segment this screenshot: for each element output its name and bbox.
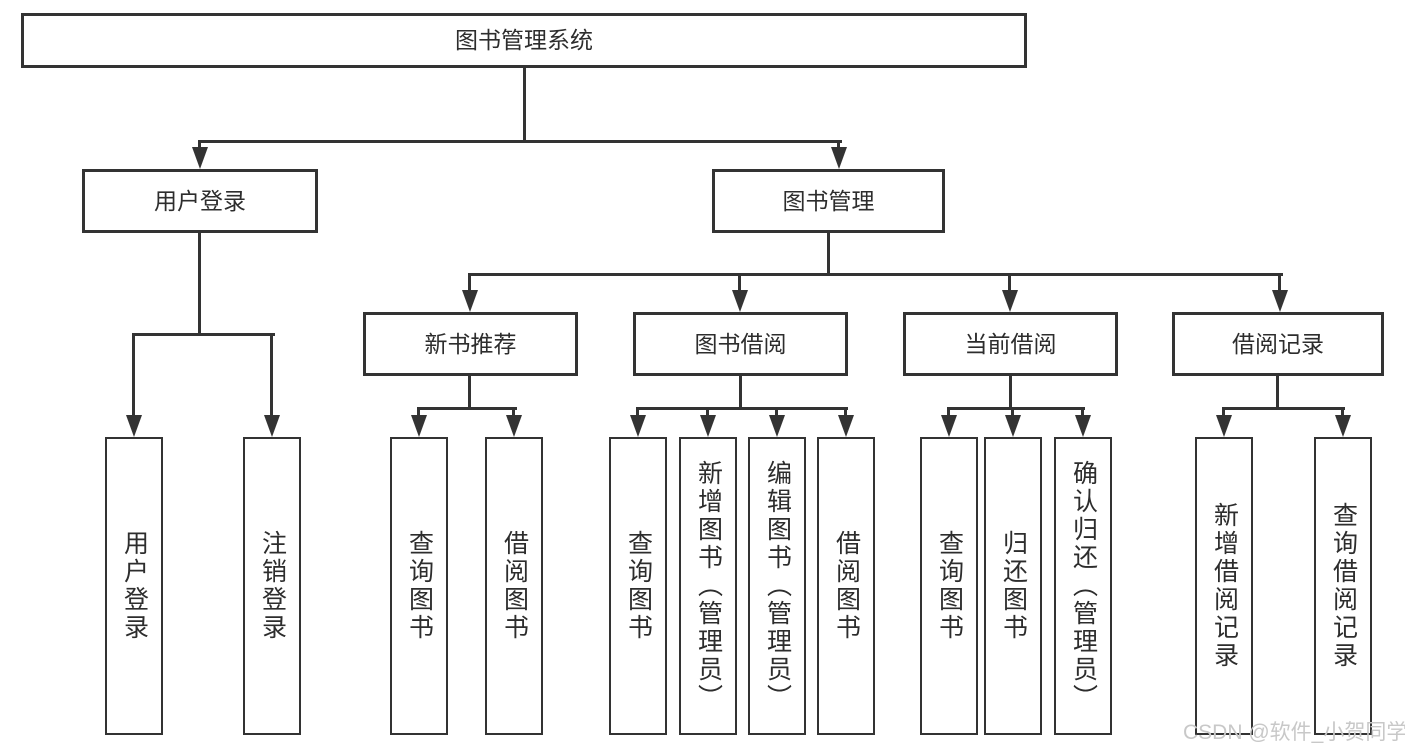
arrowhead-down <box>1002 290 1018 312</box>
node-leaf-bb-borrow-books: 借阅图书 <box>817 437 875 735</box>
connector-line <box>1009 376 1012 410</box>
node-label: 新增借阅记录 <box>1210 502 1239 670</box>
node-label: 图书管理 <box>782 187 875 214</box>
node-leaf-user-login: 用户登录 <box>105 437 163 735</box>
arrowhead-down <box>192 147 208 169</box>
connector-line <box>198 233 201 336</box>
connector-line <box>1276 376 1279 410</box>
connector-line <box>1081 407 1084 419</box>
csdn-watermark: CSDN @软件_小贺同学 <box>1183 721 1405 744</box>
node-label: 图书借阅 <box>694 330 787 357</box>
node-label: 查询图书 <box>935 530 964 642</box>
arrowhead-down <box>831 147 847 169</box>
connector-line <box>738 273 741 293</box>
connector-line <box>739 376 742 410</box>
node-label: 编辑图书（管理员） <box>763 460 792 712</box>
node-label: 借阅记录 <box>1232 330 1324 357</box>
node-label: 归还图书 <box>999 530 1028 642</box>
connector-line <box>947 407 1085 410</box>
node-book-borrow: 图书借阅 <box>633 312 848 376</box>
connector-line <box>1341 407 1344 419</box>
node-leaf-br-add-record: 新增借阅记录 <box>1195 437 1253 735</box>
node-leaf-bb-edit-books-admin: 编辑图书（管理员） <box>748 437 806 735</box>
node-label: 确认归还（管理员） <box>1069 460 1098 712</box>
connector-line <box>132 333 275 336</box>
connector-line <box>775 407 778 419</box>
connector-line <box>1278 273 1281 293</box>
node-leaf-cb-query-books: 查询图书 <box>920 437 978 735</box>
arrowhead-down <box>1075 415 1091 437</box>
node-user-login: 用户登录 <box>82 169 318 233</box>
connector-line <box>1222 407 1225 419</box>
arrowhead-down <box>506 415 522 437</box>
connector-line <box>844 407 847 419</box>
node-label: 借阅图书 <box>832 530 861 642</box>
arrowhead-down <box>126 415 142 437</box>
connector-line <box>198 140 842 143</box>
connector-line <box>706 407 709 419</box>
arrowhead-down <box>769 415 785 437</box>
node-label: 当前借阅 <box>964 330 1057 357</box>
arrowhead-down <box>630 415 646 437</box>
node-label: 图书管理系统 <box>455 27 593 53</box>
node-book-management: 图书管理 <box>712 169 945 233</box>
node-label: 查询图书 <box>405 530 434 642</box>
arrowhead-down <box>1005 415 1021 437</box>
connector-line <box>468 376 471 410</box>
arrowhead-down <box>1335 415 1351 437</box>
node-library-management-system: 图书管理系统 <box>21 13 1027 68</box>
connector-line <box>636 407 848 410</box>
node-leaf-cb-return-books: 归还图书 <box>984 437 1042 735</box>
node-label: 用户登录 <box>154 187 246 214</box>
connector-line <box>468 273 1283 276</box>
arrowhead-down <box>264 415 280 437</box>
node-label: 新书推荐 <box>424 330 517 357</box>
connector-line <box>270 333 273 417</box>
node-leaf-bb-query-books: 查询图书 <box>609 437 667 735</box>
node-label: 查询借阅记录 <box>1329 502 1358 670</box>
node-new-book-recommend: 新书推荐 <box>363 312 578 376</box>
node-leaf-br-query-record: 查询借阅记录 <box>1314 437 1372 735</box>
connector-line <box>132 333 135 417</box>
connector-line <box>1011 407 1014 419</box>
connector-line <box>1008 273 1011 293</box>
arrowhead-down <box>462 290 478 312</box>
connector-line <box>512 407 515 419</box>
connector-line <box>417 407 420 419</box>
arrowhead-down <box>838 415 854 437</box>
connector-line <box>827 233 830 276</box>
node-label: 查询图书 <box>624 530 653 642</box>
node-leaf-nbr-borrow-books: 借阅图书 <box>485 437 543 735</box>
connector-line <box>523 68 526 143</box>
arrowhead-down <box>941 415 957 437</box>
connector-line <box>837 140 840 150</box>
arrowhead-down <box>1272 290 1288 312</box>
node-leaf-cb-confirm-return-admin: 确认归还（管理员） <box>1054 437 1112 735</box>
connector-line <box>417 407 517 410</box>
node-leaf-logout: 注销登录 <box>243 437 301 735</box>
node-borrow-records: 借阅记录 <box>1172 312 1384 376</box>
connector-line <box>947 407 950 419</box>
arrowhead-down <box>1216 415 1232 437</box>
connector-line <box>468 273 471 293</box>
node-current-borrow: 当前借阅 <box>903 312 1118 376</box>
arrowhead-down <box>411 415 427 437</box>
node-label: 注销登录 <box>258 530 287 642</box>
node-leaf-bb-add-books-admin: 新增图书（管理员） <box>679 437 737 735</box>
arrowhead-down <box>700 415 716 437</box>
node-label: 用户登录 <box>120 530 149 642</box>
connector-line <box>1222 407 1345 410</box>
node-leaf-nbr-query-books: 查询图书 <box>390 437 448 735</box>
connector-line <box>636 407 639 419</box>
arrowhead-down <box>732 290 748 312</box>
connector-line <box>198 140 201 150</box>
node-label: 借阅图书 <box>500 530 529 642</box>
node-label: 新增图书（管理员） <box>694 460 723 712</box>
